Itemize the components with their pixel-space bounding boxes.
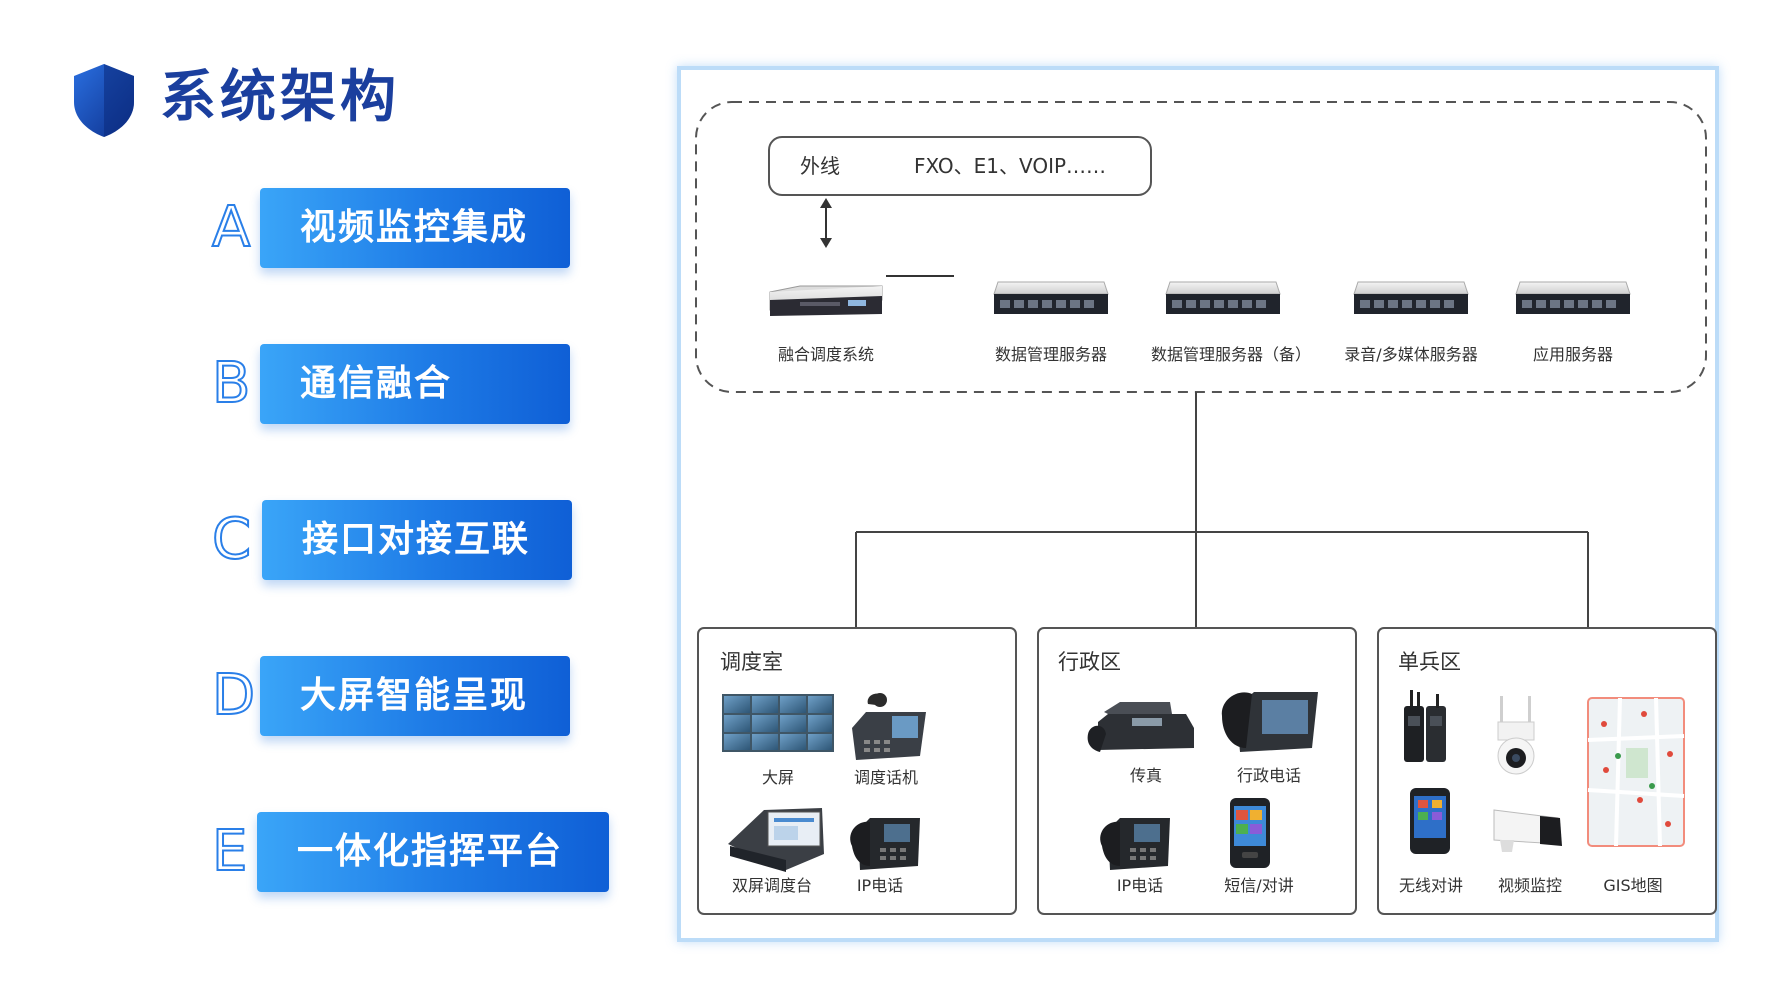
device-label: IP电话 [1116,876,1164,895]
external-line-box: 外线 FXO、E1、VOIP…… [768,136,1152,196]
device-label: 传真 [1129,766,1162,785]
rack-server-icon [1165,281,1281,314]
ip-phone-icon [1100,818,1170,870]
device-label: 行政电话 [1236,766,1301,785]
shield-icon [74,64,134,137]
feature-button[interactable]: 大屏智能呈现 [260,656,570,736]
server-cluster-boundary [695,101,1707,393]
gis-map-icon [1587,697,1685,847]
dispatch-phone-icon [852,693,926,760]
rack-server-icon [1515,281,1631,314]
admin-phone-icon [1221,692,1318,752]
rugged-phone-icon [1410,788,1450,854]
zone-title: 行政区 [1058,650,1121,674]
walkie-talkie-icon [1404,690,1446,762]
bidirectional-arrow-icon [820,198,832,248]
feature-button[interactable]: 一体化指挥平台 [257,812,609,892]
device-label: 调度话机 [853,768,918,787]
zone-title: 调度室 [720,650,783,674]
dual-screen-console-icon [728,808,824,872]
handheld-terminal-icon [1230,798,1270,868]
device-label: 短信/对讲 [1224,876,1294,895]
server-label: 数据管理服务器（备） [1150,345,1311,364]
device-label: IP电话 [856,876,904,895]
device-label: 双屏调度台 [731,876,812,895]
feature-button[interactable]: 视频监控集成 [260,188,570,268]
device-label: 视频监控 [1497,876,1562,895]
bullet-camera-icon [1493,809,1562,852]
device-label: GIS地图 [1603,876,1663,895]
dispatch-server-icon [769,285,883,316]
feature-label: 通信融合 [300,363,453,404]
external-line-protocols: FXO、E1、VOIP…… [914,154,1107,178]
fax-machine-icon [1087,702,1194,752]
rack-server-icon [1353,281,1469,314]
ptz-camera-icon [1497,696,1535,775]
network-connector [855,392,1589,628]
external-line-label: 外线 [800,154,840,178]
ip-phone-icon [850,818,920,870]
feature-letter: A [211,194,251,261]
rack-server-icon [993,281,1109,314]
feature-letter: D [211,662,256,729]
server-label: 录音/多媒体服务器 [1344,345,1478,364]
feature-label: 一体化指挥平台 [297,831,564,872]
server-label: 应用服务器 [1532,345,1613,364]
feature-letter: C [211,506,252,573]
feature-button[interactable]: 接口对接互联 [262,500,572,580]
feature-letter: E [211,818,248,885]
device-label: 大屏 [761,768,794,787]
server-label: 数据管理服务器 [994,345,1107,364]
video-wall-icon [722,694,834,752]
device-label: 无线对讲 [1398,876,1463,895]
feature-button[interactable]: 通信融合 [260,344,570,424]
feature-label: 视频监控集成 [300,207,529,248]
server-label: 融合调度系统 [777,345,874,364]
feature-label: 大屏智能呈现 [300,675,529,716]
zone-title: 单兵区 [1398,650,1461,674]
page-title: 系统架构 [160,65,400,130]
feature-letter: B [211,350,251,417]
feature-label: 接口对接互联 [302,519,531,560]
